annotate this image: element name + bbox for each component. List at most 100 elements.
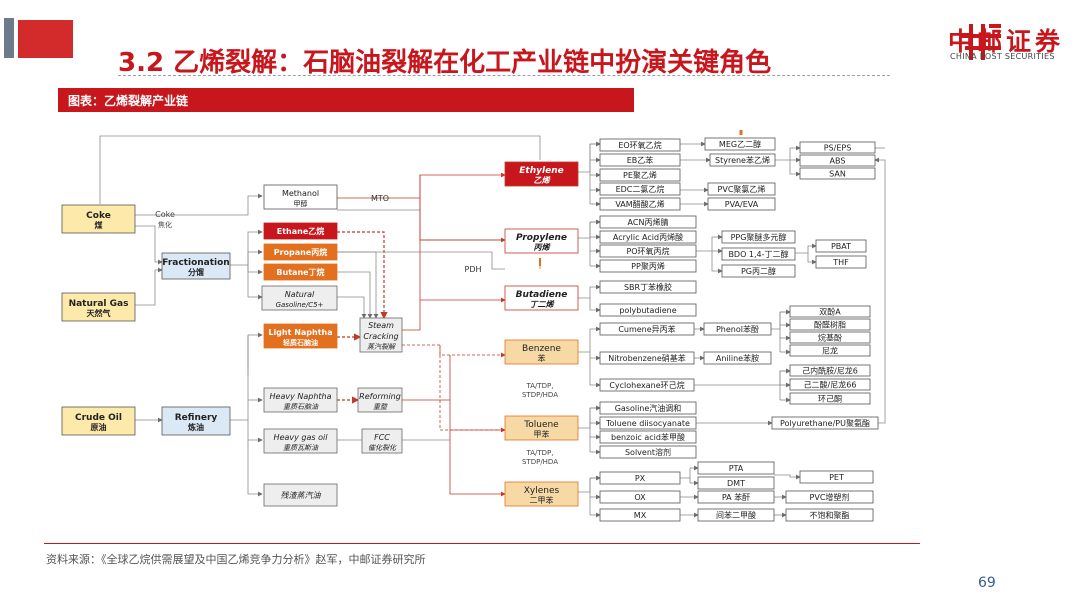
connector-line [578, 219, 601, 239]
ethylene-deriv-0 [599, 138, 681, 152]
aromatic-toluene-label-en: Toluene [523, 420, 559, 430]
process-fcc-label-en: FCC [374, 433, 390, 442]
chart-banner: 图表：乙烯裂解产业链 [58, 88, 634, 112]
butadiene-deriv-0 [599, 280, 697, 294]
connector-line [789, 160, 801, 177]
connector-line [711, 251, 723, 274]
connector-line [337, 296, 367, 319]
cyclohexane-deriv-0-label: 己内酰胺/尼龙6 [802, 366, 858, 376]
feed-butane-label: Butane丁烷 [276, 267, 324, 277]
connector-line [247, 249, 263, 265]
feed-heavy-naphtha-label-cn: 重质石脑油 [283, 403, 319, 411]
aromatic-xylenes [504, 481, 579, 507]
feed-heavy-naphtha-label-en: Heavy Naphtha [270, 392, 332, 401]
connector-line [689, 478, 699, 486]
polyurethane-node-label: Polyurethane/PU聚氨酯 [780, 418, 870, 428]
toluene-deriv-2-label: benzoic acid苯甲酸 [611, 432, 685, 442]
xylene-deriv-0 [599, 471, 681, 485]
aromatic-benzene [504, 339, 579, 365]
cyclohexane-deriv-1-label: 己二酸/尼龙66 [804, 380, 857, 390]
phenol-deriv-0-label: 双酚A [819, 308, 841, 317]
phenol-node [703, 322, 772, 336]
cyclohexane-deriv-1 [789, 378, 871, 391]
ethylene-deriv-1-label: EB乙苯 [627, 155, 654, 165]
benzene-deriv-2 [599, 378, 695, 392]
connector-line [402, 344, 506, 358]
process-reforming [357, 387, 403, 413]
header-decoration-gray [4, 18, 14, 58]
xylene-final-1 [785, 508, 874, 522]
benzene-deriv-2-label: Cyclohexane环己烷 [609, 380, 684, 390]
butadiene-deriv-0-label: SBR丁苯橡胶 [624, 282, 672, 292]
styrene-deriv-2 [799, 167, 876, 180]
aromatic-benzene-label-cn: 苯 [538, 353, 546, 363]
propylene-deriv-3 [599, 259, 697, 273]
tdp-label-2a: TA/TDP, [526, 449, 554, 457]
connector-line [775, 145, 801, 161]
process-refinery [161, 406, 231, 436]
connector-line [449, 400, 506, 433]
feedstock-coke-label-cn: 煤 [95, 220, 103, 230]
ethylene-deriv2-3 [707, 197, 776, 211]
po-deriv-0-label: PPG聚醚多元醇 [731, 232, 787, 242]
cyclohexane-deriv-0 [789, 364, 871, 377]
process-refinery-label-en: Refinery [175, 413, 218, 423]
propylene-deriv-1 [599, 230, 697, 244]
toluene-deriv-1 [599, 416, 697, 430]
butadiene-deriv-1 [599, 303, 697, 317]
propylene-deriv-0 [599, 215, 697, 229]
olefin-propylene-label-cn: 丙烯 [534, 243, 552, 252]
aromatic-benzene-label-en: Benzene [522, 344, 561, 354]
benzene-deriv-0-label: Cumene异丙苯 [618, 324, 675, 334]
styrene-deriv-1-label: ABS [830, 157, 846, 166]
olefin-propylene [504, 228, 579, 254]
bdo-deriv-1 [815, 255, 867, 269]
connector-line [680, 465, 699, 479]
aromatic-toluene [504, 415, 579, 441]
process-reforming-label-cn: 重整 [373, 403, 388, 411]
aniline-node [703, 351, 772, 365]
source-note: 资料来源：《全球乙烷供需展望及中国乙烯竞争力分析》赵军，中邮证券研究所 [46, 553, 426, 566]
feed-natural-gasoline-label-en: Natural [285, 290, 315, 299]
olefin-propylene-label-en: Propylene [516, 233, 567, 243]
steam-cracking-label-cn: 蒸汽裂解 [367, 343, 396, 351]
feed-butane [263, 263, 338, 281]
toluene-deriv-3 [599, 445, 697, 459]
ethylene-deriv2-2 [707, 182, 776, 196]
connector-line [337, 231, 388, 320]
feedstock-coke [61, 204, 136, 234]
phenol-deriv-2-label: 烷基酚 [818, 333, 842, 343]
connector-line [230, 229, 263, 266]
ethylene-deriv-4 [599, 197, 681, 211]
page-title: 3.2 乙烯裂解：石脑油裂解在化工产业链中扮演关键角色 [118, 48, 772, 78]
ethylene-deriv2-3-label: PVA/EVA [725, 200, 759, 209]
process-steam-cracking [359, 317, 403, 353]
px-deriv-0 [697, 461, 775, 475]
propylene-deriv-0-label: ACN丙烯腈 [628, 217, 669, 227]
connector-line [135, 193, 263, 216]
xylene-deriv-2 [599, 508, 681, 522]
po-deriv-1 [721, 247, 796, 261]
pet-node [799, 470, 874, 484]
title-divider [118, 75, 890, 76]
ethylene-deriv-2-label: PE聚乙烯 [623, 170, 657, 180]
ethylene-deriv2-2-label: PVC聚氯乙烯 [718, 184, 766, 194]
po-deriv-0 [721, 230, 796, 244]
xylene-final-0-label: PVC增塑剂 [810, 492, 850, 502]
feed-propane-label: Propane丙烷 [274, 247, 328, 257]
aromatic-xylenes-label-en: Xylenes [524, 486, 560, 496]
feed-propane [263, 243, 338, 261]
propylene-deriv-2 [599, 244, 697, 258]
styrene-deriv-2-label: SAN [829, 170, 846, 179]
connector-line [135, 267, 163, 306]
connector-line [696, 234, 723, 252]
process-fractionation-label-cn: 分馏 [188, 267, 204, 277]
toluene-deriv-3-label: Solvent溶剂 [625, 447, 671, 457]
aromatic-xylenes-label-cn: 二甲苯 [530, 495, 554, 505]
connector-line [795, 243, 817, 254]
styrene-deriv-1 [799, 154, 876, 167]
xylene-final-0 [785, 490, 874, 504]
connector-line [589, 358, 601, 388]
feed-light-naphtha-label-en: Light Naphtha [268, 328, 332, 337]
